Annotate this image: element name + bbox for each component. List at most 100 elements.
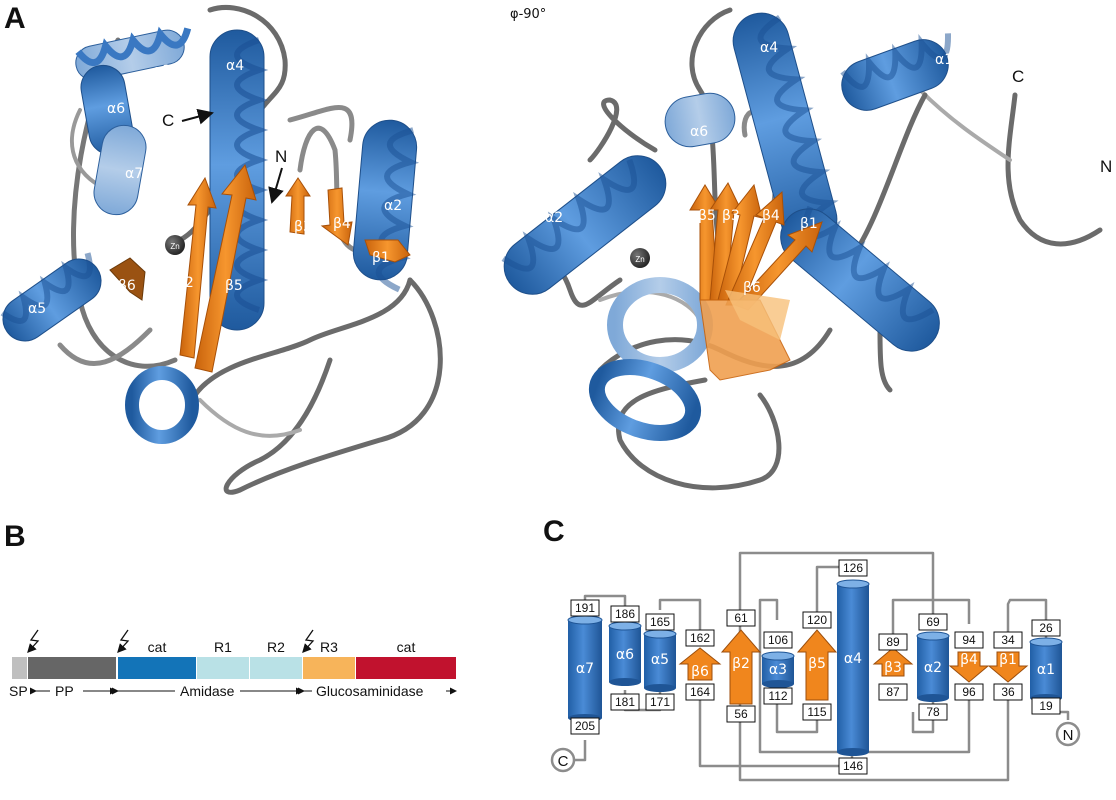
strand-b2 (179, 176, 217, 359)
res-171: 171 (650, 695, 670, 709)
res-36: 36 (1001, 685, 1015, 699)
segment-label-cat-1: cat (148, 639, 167, 655)
topo-helix-a5: α5 (643, 629, 677, 692)
topo-label-b4: β4 (960, 652, 978, 668)
res-78: 78 (926, 705, 940, 719)
panel-a-letter: A (4, 2, 26, 35)
segment-cat-amidase (118, 657, 196, 679)
label-b4-view-2: β4 (762, 208, 780, 224)
helix-a7-view-2 (780, 205, 940, 352)
cleavage-marks (27, 629, 315, 653)
residue-boxes (570, 559, 1061, 775)
label-a3-view-2: α3 (632, 403, 650, 419)
res-165: 165 (650, 615, 670, 629)
segment-pp (28, 657, 116, 679)
res-26: 26 (1039, 621, 1053, 635)
label-b2-view-2: β2 (672, 208, 690, 224)
res-181: 181 (615, 695, 635, 709)
topo-helix-a3: α3 (761, 651, 795, 688)
region-label-pp: PP (55, 683, 74, 699)
segment-label-r2: R2 (267, 639, 285, 655)
label-a5-view-2: α5 (650, 320, 668, 336)
c-terminus-label-view-1: C (162, 111, 174, 130)
segment-r3 (303, 657, 355, 679)
label-b4-view-1: β4 (333, 216, 351, 232)
label-a7-view-2: α7 (905, 234, 923, 250)
topo-strand-b5: β5 (796, 629, 838, 701)
topo-helix-a6: α6 (608, 621, 642, 686)
helix-a6-view-2 (664, 92, 736, 148)
label-b3-view-1: β3 (294, 219, 312, 235)
structure-view-1: Zn α1 α4 α6 α7 α2 α5 α3 β2 β5 β3 β4 β1 β… (0, 4, 443, 495)
topo-n-label: N (1063, 727, 1074, 744)
res-69: 69 (926, 615, 940, 629)
topo-label-a6: α6 (616, 647, 634, 663)
helix-a2-view-2 (501, 155, 667, 295)
rotation-label: φ-90° (510, 7, 546, 22)
topo-strand-b6: β6 (678, 647, 722, 681)
res-164: 164 (690, 685, 710, 699)
topo-label-a3: α3 (769, 662, 787, 678)
zinc-label-view-2: Zn (635, 255, 644, 264)
label-b5-view-1: β5 (225, 278, 243, 294)
topo-label-a2: α2 (924, 660, 942, 676)
topo-strand-b1: β1 (987, 651, 1029, 683)
res-120: 120 (807, 613, 827, 627)
res-94: 94 (962, 633, 976, 647)
topo-strand-b4: β4 (948, 651, 990, 683)
helices-view-1 (0, 26, 420, 444)
label-a5-view-1: α5 (28, 301, 46, 317)
structure-view-2: φ-90° (501, 7, 1112, 491)
segment-r1 (197, 657, 249, 679)
segment-label-r1: R1 (214, 639, 232, 655)
n-terminus-arrow-view-1 (268, 167, 284, 204)
residue-numbers: 191 205 186 181 165 171 162 164 61 56 10… (575, 561, 1053, 773)
c-terminus-arrow-view-1 (181, 108, 214, 125)
strand-b4 (320, 187, 353, 246)
res-191: 191 (575, 601, 595, 615)
topo-label-b5: β5 (808, 656, 826, 672)
label-a6-view-2: α6 (690, 124, 708, 140)
segment-r2 (250, 657, 302, 679)
n-terminus-label-view-2: N (1100, 157, 1112, 176)
res-115: 115 (807, 705, 826, 719)
label-b1-view-1: β1 (372, 250, 390, 266)
region-label-sp: SP (9, 683, 28, 699)
strand-b6 (109, 257, 146, 301)
n-terminus-label-view-1: N (275, 147, 287, 166)
topo-helix-a1: α1 (1029, 637, 1063, 702)
strand-b1 (364, 239, 411, 263)
topo-c-terminus (550, 747, 576, 773)
label-b2-view-1: β2 (176, 275, 194, 291)
label-a2-view-2: α2 (545, 210, 563, 226)
res-162: 162 (690, 631, 710, 645)
label-a7-view-1: α7 (125, 166, 143, 182)
res-89: 89 (886, 635, 900, 649)
helix-a5 (0, 252, 102, 342)
strands-view-1 (109, 163, 411, 373)
topo-c-label: C (558, 753, 569, 770)
res-106: 106 (768, 633, 788, 647)
label-b5-view-2: β5 (698, 208, 716, 224)
strand-b5 (194, 163, 257, 373)
res-96: 96 (962, 685, 976, 699)
res-61: 61 (734, 611, 748, 625)
res-34: 34 (1001, 633, 1015, 647)
sheet-highlight (725, 290, 790, 340)
label-a1-view-1: α1 (153, 63, 171, 79)
topo-label-a5: α5 (651, 652, 669, 668)
label-b6-view-2: β6 (743, 280, 761, 296)
topo-label-b6: β6 (691, 664, 709, 680)
topo-label-a7: α7 (576, 661, 594, 677)
topo-label-b3: β3 (884, 660, 902, 676)
label-b1-view-2: β1 (800, 216, 818, 232)
topo-helix-a4: α4 (836, 579, 870, 756)
label-a4-view-2: α4 (760, 40, 778, 56)
region-label-glucosaminidase: Glucosaminidase (316, 683, 424, 699)
res-126: 126 (843, 561, 863, 575)
res-205: 205 (575, 719, 595, 733)
topo-strand-b2: β2 (720, 629, 762, 705)
label-a3-view-1: α3 (163, 404, 181, 420)
segment-cat-glucosaminidase (356, 657, 456, 679)
